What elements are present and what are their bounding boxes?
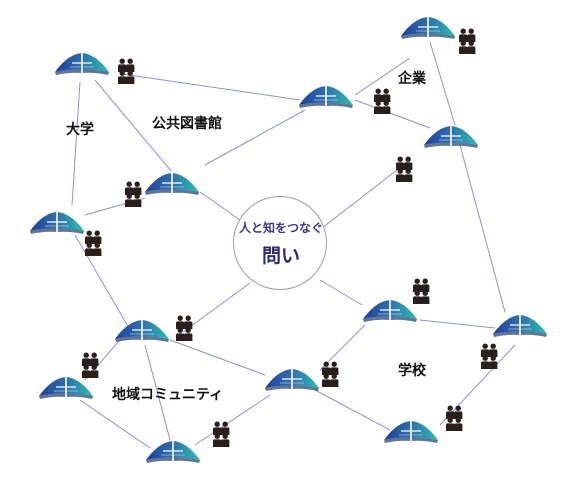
umbrella-icon (114, 315, 170, 343)
people-pair-icon (213, 421, 230, 447)
umbrella-icon (29, 207, 85, 235)
connection-lines (71, 41, 516, 449)
umbrella-icon (400, 12, 456, 40)
central-hub: 人と知をつなぐ 問い (233, 196, 327, 290)
umbrella-icon (54, 48, 110, 76)
label-university: 大学 (66, 122, 94, 138)
umbrella-icon (492, 310, 548, 338)
people-pair-icon (374, 88, 391, 114)
label-local-community: 地域コミュニティ (112, 387, 224, 403)
label-school: 学校 (398, 363, 426, 379)
people-pair-icon (118, 58, 135, 84)
umbrella-icon (383, 416, 439, 444)
people-pair-icon (322, 361, 339, 387)
people-pair-icon (85, 230, 102, 256)
people-pair-icon (176, 315, 193, 341)
people-pair-icon (413, 278, 430, 304)
umbrella-icon (264, 364, 320, 392)
people-pair-icon (481, 343, 498, 369)
label-public-library: 公共図書館 (152, 116, 222, 132)
umbrella-icon (423, 121, 479, 149)
people-pair-icon (396, 156, 413, 182)
people-pair-icon (82, 352, 99, 378)
umbrella-icon (298, 81, 354, 109)
hub-title: 問い (261, 245, 300, 267)
label-company: 企業 (398, 71, 426, 87)
hub-subtitle: 人と知をつなぐ (238, 221, 323, 235)
people-pair-icon (125, 181, 142, 207)
umbrella-icon (362, 295, 418, 323)
umbrella-icon (144, 168, 200, 196)
people-pair-icon (459, 28, 476, 54)
umbrella-icon (145, 436, 201, 464)
